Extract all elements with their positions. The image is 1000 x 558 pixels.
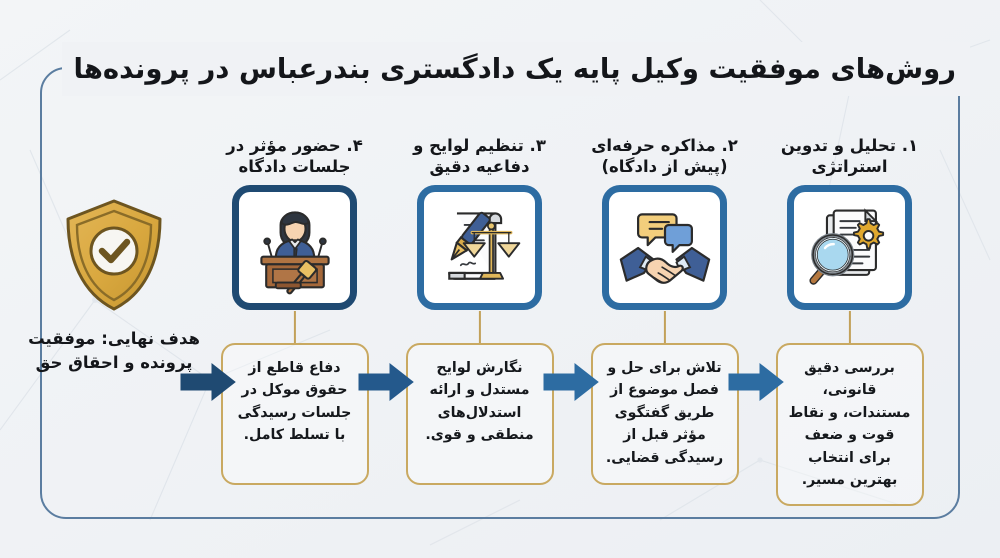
arrow-right-icon-3 [357, 362, 415, 402]
judge-podium-gavel-icon [247, 200, 343, 296]
step-1: ۱. تحلیل و تدوین استراتژی [757, 115, 942, 506]
arrow-right-icon-1 [727, 362, 785, 402]
arrow-right-icon-4 [179, 362, 237, 402]
step-1-heading: ۱. تحلیل و تدوین استراتژی [780, 135, 919, 176]
step-2-connector [663, 311, 666, 345]
arrow-right-icon-2 [542, 362, 600, 402]
step-2-description: تلاش برای حل و فصل موضوع از طریق گفتگوی … [590, 343, 739, 485]
step-1-icon-box[interactable] [787, 185, 912, 310]
step-3-description: نگارش لوایح مستدل و ارائه استدلال‌های من… [405, 343, 554, 485]
step-3-icon-box[interactable] [417, 185, 542, 310]
step-3-connector [478, 311, 481, 345]
step-2-heading: ۲. مذاکره حرفه‌ای (پیش از دادگاه) [591, 135, 738, 176]
step-4: ۴. حضور مؤثر در جلسات دادگاه [202, 115, 387, 485]
process-steps: ۱. تحلیل و تدوین استراتژی [28, 115, 960, 515]
step-1-connector [848, 311, 851, 345]
step-4-icon-box[interactable] [232, 185, 357, 310]
page-title: روش‌های موفقیت وکیل پایه یک دادگستری بند… [62, 42, 970, 96]
final-goal: هدف نهایی: موفقیت پرونده و احقاق حق [28, 115, 200, 375]
scroll-pen-scales-icon [432, 200, 528, 296]
final-goal-text: هدف نهایی: موفقیت پرونده و احقاق حق [28, 329, 200, 372]
step-1-description: بررسی دقیق قانونی، مستندات، و نقاط قوت و… [775, 343, 924, 506]
step-2-icon-box[interactable] [602, 185, 727, 310]
shield-check-icon [62, 197, 166, 313]
step-4-heading: ۴. حضور مؤثر در جلسات دادگاه [226, 135, 363, 176]
step-4-connector [293, 311, 296, 345]
step-4-description: دفاع قاطع از حقوق موکل در جلسات رسیدگی ب… [220, 343, 369, 485]
handshake-speech-bubbles-icon [617, 200, 713, 296]
step-3-heading: ۳. تنظیم لوایح و دفاعیه دقیق [413, 135, 546, 176]
step-3: ۳. تنظیم لوایح و دفاعیه دقیق [387, 115, 572, 485]
document-magnifier-gear-icon [802, 200, 898, 296]
step-2: ۲. مذاکره حرفه‌ای (پیش از دادگاه) [572, 115, 757, 485]
